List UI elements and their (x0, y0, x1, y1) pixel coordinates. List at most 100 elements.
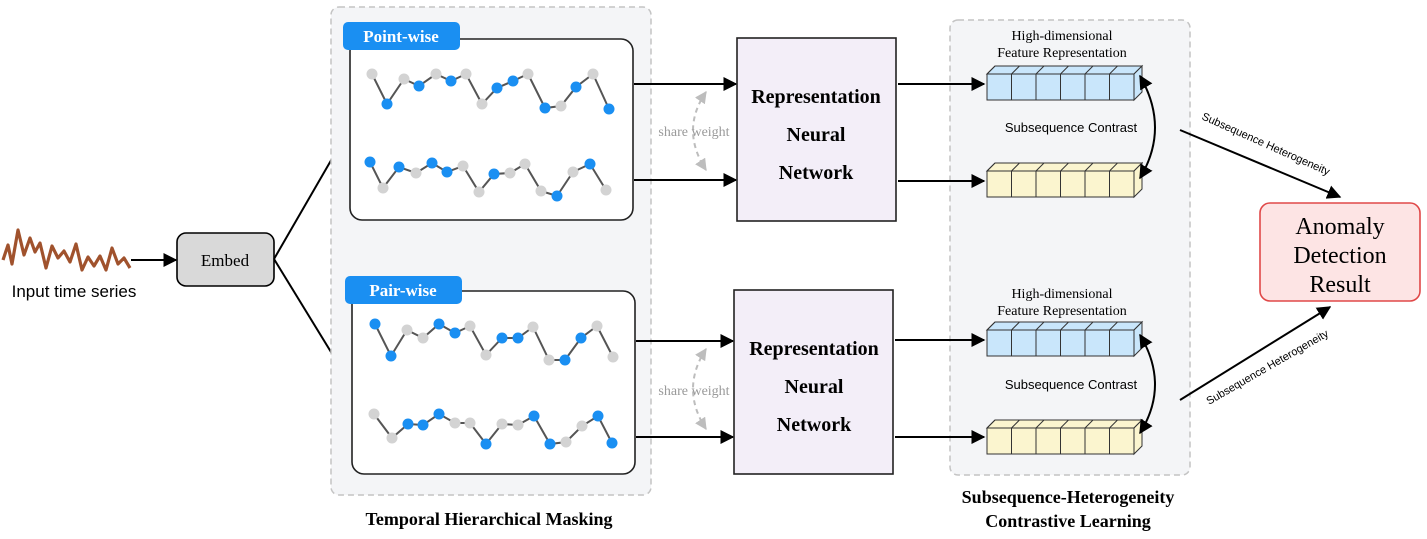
input-series-line (1, 228, 132, 272)
embed-label: Embed (201, 251, 250, 270)
unmasked-point (543, 354, 555, 366)
masked-point (364, 156, 376, 168)
feature-cell (1084, 73, 1110, 101)
unmasked-point (504, 167, 516, 179)
feature-cell (1060, 73, 1086, 101)
heterogeneity-top-arrow (1179, 129, 1342, 199)
pairwise-box (351, 290, 636, 475)
masked-point (433, 318, 445, 330)
share-weight-bottom-label: share weight (658, 384, 729, 399)
masked-point (393, 161, 405, 173)
unmasked-point (555, 100, 567, 112)
masked-point (491, 82, 503, 94)
masked-point (575, 332, 587, 344)
masked-point (544, 438, 556, 450)
series-line (371, 72, 610, 110)
feature-cube-bottom-yellow (985, 418, 1144, 456)
network-bottom: Representation Neural Network (733, 289, 894, 475)
unmasked-point (386, 432, 398, 444)
masked-point (381, 98, 393, 110)
embed-block: Embed (176, 232, 275, 287)
input-label: Input time series (12, 282, 137, 301)
feature-cell (1109, 427, 1135, 455)
heterogeneity-bottom-arrow (1179, 306, 1332, 401)
share-weight-top-arrow (692, 91, 707, 172)
feature-cell (1084, 427, 1110, 455)
network-bottom-line3: Network (777, 414, 852, 436)
contrast-bottom-arrow (1139, 333, 1156, 435)
series-line (374, 322, 614, 361)
unmasked-point (591, 320, 603, 332)
feature-cell (1109, 329, 1135, 357)
feature-cell (1035, 329, 1061, 357)
result-line2: Detection (1293, 243, 1386, 269)
masked-point (570, 81, 582, 93)
share-weight-top-label: share weight (658, 125, 729, 140)
result-line3: Result (1309, 272, 1371, 298)
masked-point (441, 166, 453, 178)
unmasked-point (464, 320, 476, 332)
network-top-line3: Network (779, 162, 854, 184)
feature-cell (1011, 427, 1037, 455)
network-bottom-line1: Representation (749, 338, 879, 360)
unmasked-point (473, 186, 485, 198)
series-line (369, 161, 607, 198)
unmasked-point (567, 166, 579, 178)
contrast-top-arrow (1139, 74, 1156, 180)
feature-cubes-layer (985, 64, 1144, 456)
pairwise-series-1 (369, 318, 619, 366)
feature-cube-top-blue (985, 64, 1144, 102)
feature-cell (1035, 170, 1061, 198)
masked-point (539, 102, 551, 114)
masked-point (426, 157, 438, 169)
unmasked-point (535, 185, 547, 197)
unmasked-point (522, 68, 534, 80)
contrastive-caption-line2: Contrastive Learning (985, 511, 1151, 531)
masked-point (528, 410, 540, 422)
masked-point (606, 437, 618, 449)
feature-cell (1084, 170, 1110, 198)
unmasked-point (607, 351, 619, 363)
feature-cell (1011, 329, 1037, 357)
pairwise-tag: Pair-wise (345, 276, 462, 304)
masked-point (402, 418, 414, 430)
feature-cell (1035, 427, 1061, 455)
masked-point (449, 327, 461, 339)
feature-bottom-line1: High-dimensional (1011, 287, 1112, 302)
pairwise-series-2 (368, 408, 618, 450)
unmasked-point (460, 68, 472, 80)
masked-series-layer (364, 68, 619, 450)
feature-cell (1035, 73, 1061, 101)
pointwise-tag: Point-wise (343, 22, 460, 50)
masked-point (488, 168, 500, 180)
feature-cell (1060, 170, 1086, 198)
feature-top-line1: High-dimensional (1011, 29, 1112, 44)
masked-point (369, 318, 381, 330)
input-time-series: Input time series (1, 228, 137, 301)
contrastive-caption-line1: Subsequence-Heterogeneity (962, 487, 1175, 507)
contrastive-panel (949, 19, 1191, 476)
unmasked-point (368, 408, 380, 420)
feature-cell (1109, 170, 1135, 198)
masked-point (385, 350, 397, 362)
unmasked-point (457, 160, 469, 172)
masked-point (507, 75, 519, 87)
feature-cell (1011, 73, 1037, 101)
unmasked-point (377, 182, 389, 194)
unmasked-point (600, 184, 612, 196)
unmasked-point (527, 321, 539, 333)
masked-point (480, 438, 492, 450)
masked-point (603, 103, 615, 115)
network-top-line2: Neural (787, 124, 846, 146)
result-line1: Anomaly (1295, 214, 1384, 240)
pointwise-box (349, 38, 634, 221)
unmasked-point (398, 73, 410, 85)
masked-point (413, 80, 425, 92)
network-top-line1: Representation (751, 86, 881, 108)
unmasked-point (576, 420, 588, 432)
unmasked-point (560, 436, 572, 448)
feature-cell (1060, 427, 1086, 455)
heterogeneity-top-label: Subsequence Heterogeneity (1200, 111, 1332, 179)
feature-top-line2: Feature Representation (997, 46, 1126, 61)
network-bottom-line2: Neural (785, 376, 844, 398)
